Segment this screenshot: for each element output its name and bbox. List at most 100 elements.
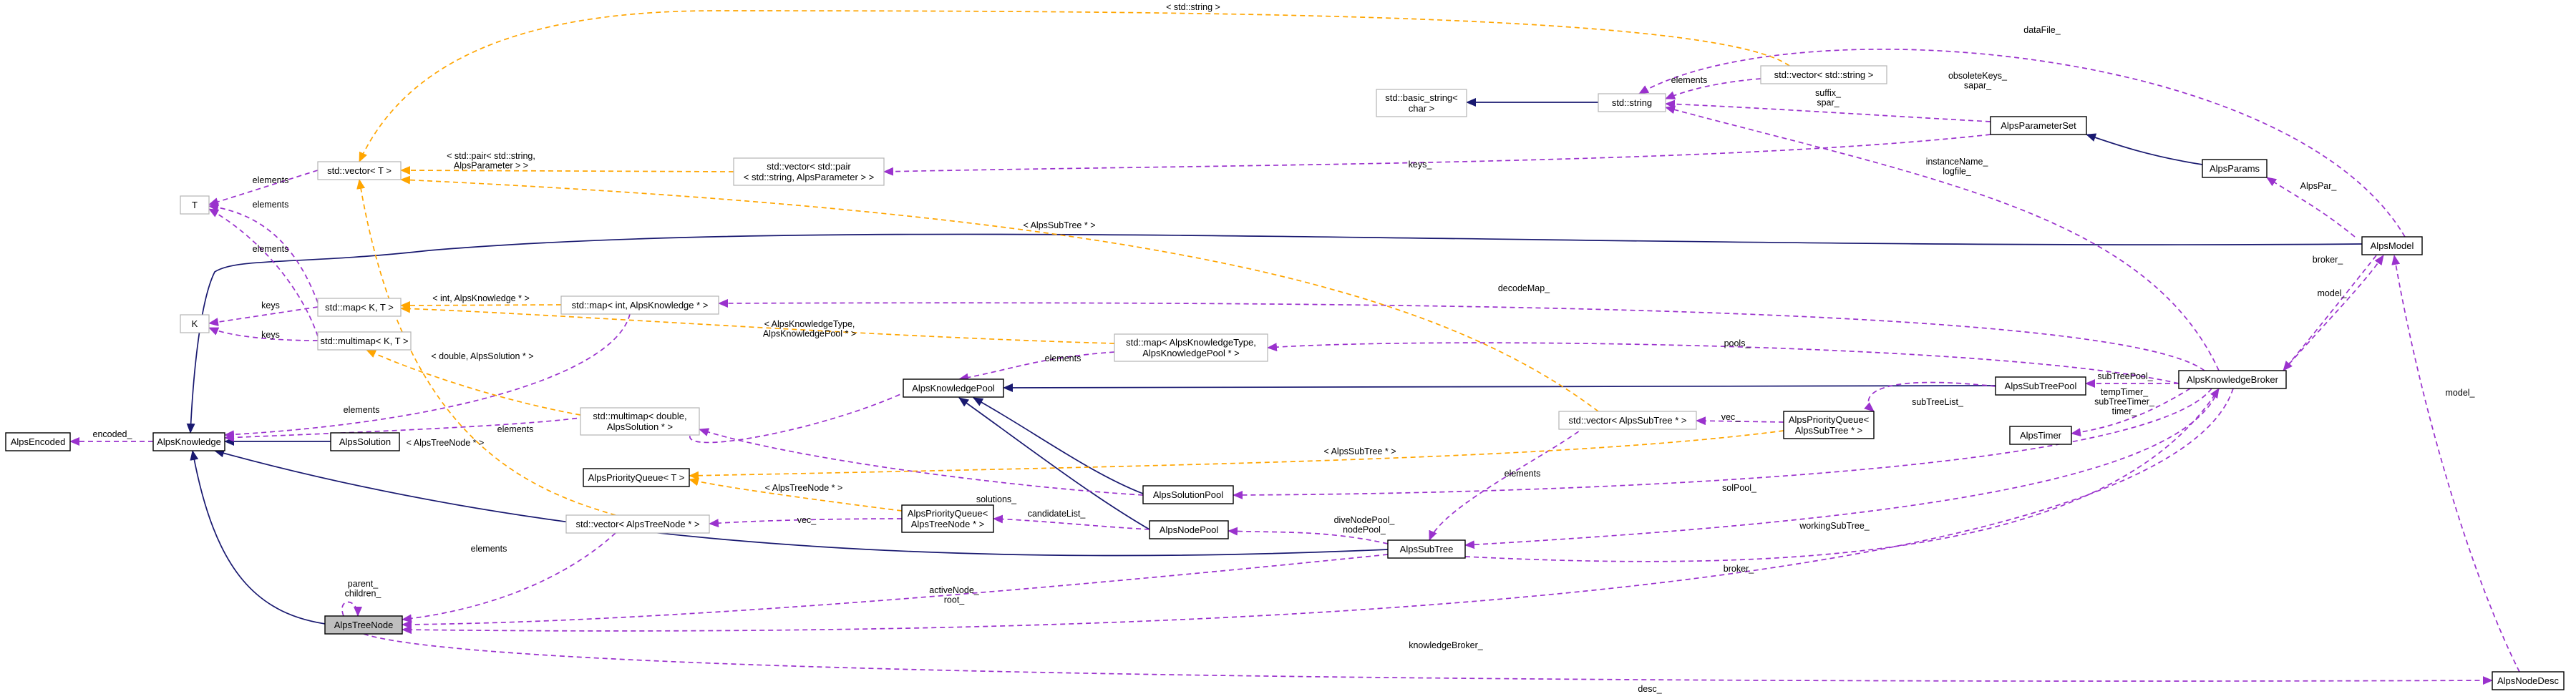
class-node-alps-solution[interactable]: AlpsSolution — [330, 432, 400, 451]
edge-label-elements-tvec: elements — [253, 175, 289, 185]
edge-labels-layer: encoded_elementselementskeyskeyselements… — [93, 2, 2476, 694]
class-box — [2361, 236, 2423, 255]
class-node-alps-node-desc[interactable]: AlpsNodeDesc — [2492, 671, 2565, 690]
class-node-alps-sub-tree[interactable]: AlpsSubTree — [1387, 539, 1466, 559]
class-node-alps-params[interactable]: AlpsParams — [2202, 159, 2268, 178]
class-name: AlpsParameterSet — [2001, 120, 2076, 131]
class-node-t[interactable]: T — [180, 195, 210, 215]
class-box — [180, 195, 210, 215]
usage-edge — [1665, 78, 1761, 99]
class-node-k[interactable]: K — [180, 314, 210, 333]
class-node-alps-pqtree-node[interactable]: AlpsPriorityQueue<AlpsTreeNode * > — [901, 504, 994, 533]
usage-edge — [2283, 255, 2377, 371]
edge-label-vec-tree-node: vec_ — [797, 515, 817, 525]
usage-edge — [1696, 416, 1784, 426]
class-box — [1783, 411, 1875, 439]
usage-edge — [402, 554, 1389, 629]
usage-edge — [224, 313, 631, 439]
template-instance-edge — [356, 179, 616, 516]
edge-label-encoded: encoded_ — [93, 429, 133, 439]
edge-label-std-string-tmpl: < std::string > — [1166, 2, 1220, 12]
class-name: std::multimap< K, T > — [320, 336, 408, 346]
class-node-basic-string[interactable]: std::basic_string<char > — [1376, 89, 1467, 117]
class-node-alps-tree-node[interactable]: AlpsTreeNode — [324, 615, 403, 635]
edge-label-text: encoded_ — [93, 429, 133, 439]
edge-label-text: nodePool_ — [1343, 525, 1386, 535]
class-box — [152, 432, 225, 451]
edge-label-text: AlpsParameter > > — [454, 161, 528, 171]
class-box — [317, 161, 402, 180]
usage-edge — [1233, 388, 2212, 499]
edge-label-text: elements — [253, 200, 289, 210]
inheritance-edge — [973, 397, 1144, 494]
inheritance-edge — [1003, 383, 1996, 392]
class-node-alps-pqt[interactable]: AlpsPriorityQueue< T > — [583, 468, 690, 487]
edge-label-elements-kpool: elements — [1045, 353, 1082, 363]
inheritance-edge — [214, 449, 1389, 557]
edge-label-elements-sub-tree: elements — [1505, 469, 1541, 479]
class-node-alps-parameter-set[interactable]: AlpsParameterSet — [1990, 116, 2087, 135]
edge-label-text: elements — [1505, 469, 1541, 479]
edge-label-suffix-spar: suffix_spar_ — [1815, 88, 1842, 108]
edge-label-text: obsoleteKeys_ — [1948, 71, 2008, 81]
edge-label-text: elements — [1671, 75, 1708, 85]
edge-label-text: elements — [253, 244, 289, 254]
edge-label-text: model_ — [2446, 388, 2476, 398]
usage-edge — [1464, 388, 2220, 562]
class-node-vec-tree-node[interactable]: std::vector< AlpsTreeNode * > — [565, 514, 710, 534]
edge-label-tree-node-vec-tmpl: < AlpsTreeNode * > — [407, 438, 485, 448]
inheritance-edge — [958, 397, 1150, 530]
class-node-std-string[interactable]: std::string — [1598, 93, 1666, 112]
class-box — [317, 331, 412, 351]
class-node-alps-knowledge-broker[interactable]: AlpsKnowledgeBroker — [2178, 370, 2287, 389]
edge-label-text: root_ — [944, 595, 966, 605]
class-name: AlpsKnowledgePool * > — [1142, 348, 1240, 358]
class-name: T — [192, 200, 198, 210]
class-node-alps-solution-pool[interactable]: AlpsSolutionPool — [1142, 485, 1234, 504]
class-node-multimap-kt[interactable]: std::multimap< K, T > — [317, 331, 412, 351]
class-node-alps-encoded[interactable]: AlpsEncoded — [5, 432, 71, 451]
class-name: std::vector< std::pair — [767, 161, 851, 172]
class-name: AlpsPriorityQueue< T > — [588, 472, 685, 483]
edge-label-sub-tree-pqtmpl: < AlpsSubTree * > — [1324, 446, 1396, 456]
edge-label-text: < AlpsSubTree * > — [1324, 446, 1396, 456]
edge-label-text: knowledgeBroker_ — [1409, 640, 1484, 650]
class-name: AlpsSolution * > — [607, 421, 673, 432]
class-node-vec-string[interactable]: std::vector< std::string > — [1760, 65, 1887, 84]
class-name: AlpsNodePool — [1160, 524, 1218, 535]
class-node-map-int-know[interactable]: std::map< int, AlpsKnowledge * > — [560, 295, 719, 315]
edge-label-text: dataFile_ — [2023, 25, 2061, 35]
class-node-map-know-type[interactable]: std::map< AlpsKnowledgeType,AlpsKnowledg… — [1114, 333, 1268, 362]
edge-label-text: desc_ — [1638, 684, 1662, 694]
class-node-map-kt[interactable]: std::map< K, T > — [317, 298, 402, 317]
class-box — [330, 432, 400, 451]
edge-label-data-file: dataFile_ — [2023, 25, 2061, 35]
usage-edge — [993, 514, 1150, 530]
class-name: std::vector< std::string > — [1774, 69, 1874, 80]
class-name: std::basic_string< — [1385, 92, 1458, 103]
class-node-alps-sub-tree-pool[interactable]: AlpsSubTreePool — [1995, 376, 2086, 396]
class-node-alps-knowledge[interactable]: AlpsKnowledge — [152, 432, 225, 451]
edge-label-active-node: activeNode_root_ — [929, 585, 980, 605]
class-box — [1142, 485, 1234, 504]
class-node-multimap-dbl[interactable]: std::multimap< double,AlpsSolution * > — [580, 407, 700, 436]
edge-label-text: spar_ — [1817, 98, 1839, 108]
class-node-alps-node-pool[interactable]: AlpsNodePool — [1149, 520, 1229, 539]
edge-label-working-sub-tree: workingSubTree_ — [1799, 521, 1870, 531]
class-node-alps-timer[interactable]: AlpsTimer — [2009, 426, 2072, 445]
template-instance-edge — [400, 175, 1599, 412]
class-node-alps-model[interactable]: AlpsModel — [2361, 236, 2423, 255]
class-node-vec-sub-tree[interactable]: std::vector< AlpsSubTree * > — [1558, 411, 1697, 430]
edge-label-keys: keys_ — [1409, 160, 1433, 170]
edge-label-instance-name: instanceName_logfile_ — [1926, 157, 1989, 177]
class-node-vec-t[interactable]: std::vector< T > — [317, 161, 402, 180]
edge-label-text: suffix_ — [1815, 88, 1842, 98]
edge-label-text: vec_ — [797, 515, 817, 525]
class-node-alps-knowledge-pool[interactable]: AlpsKnowledgePool — [903, 378, 1004, 398]
class-node-vec-pair[interactable]: std::vector< std::pair< std::string, Alp… — [733, 157, 885, 186]
class-name: AlpsSolutionPool — [1153, 489, 1223, 500]
class-name: std::vector< AlpsTreeNode * > — [576, 519, 700, 529]
usage-edge — [1638, 49, 2406, 238]
class-node-alps-pqsub-tree[interactable]: AlpsPriorityQueue<AlpsSubTree * > — [1783, 411, 1875, 439]
edge-label-text: sapar_ — [1964, 81, 1992, 91]
